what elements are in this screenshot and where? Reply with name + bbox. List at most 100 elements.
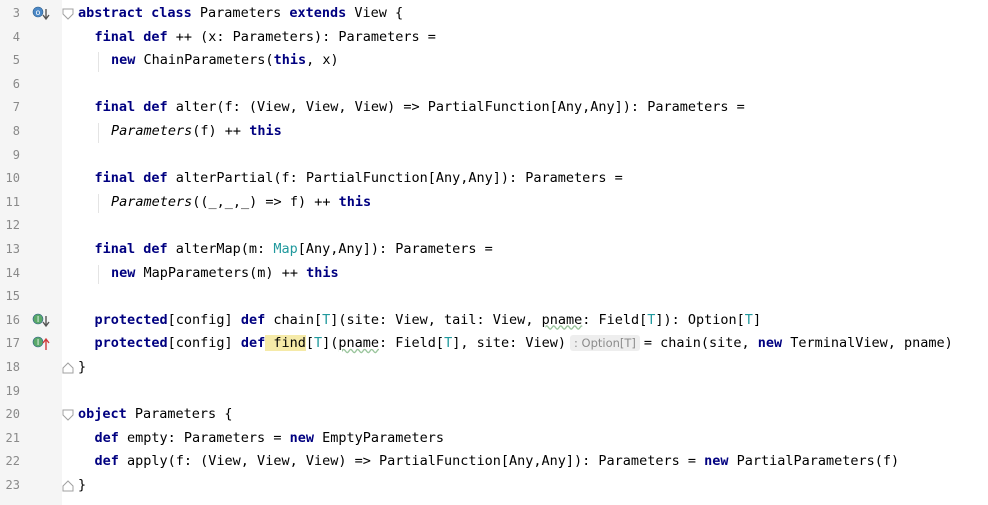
code-token: abstract class [78,5,192,21]
line-number: 16 [5,312,20,327]
line-number: 23 [5,478,20,492]
code-token: T [313,335,323,352]
code-text[interactable]: protected[config] def chain[T](site: Vie… [95,309,762,333]
fold-marker-icon[interactable] [62,480,74,492]
code-token: (f) ++ [192,123,250,139]
code-text[interactable]: final def ++ (x: Parameters): Parameters… [95,26,436,50]
code-line[interactable]: 18} [0,356,988,380]
line-number: 17 [5,336,20,351]
code-token: empty: Parameters = [118,429,290,446]
line-number: 8 [12,124,20,138]
code-text[interactable]: object Parameters { [78,403,232,427]
code-token: Parameters [111,123,193,139]
code-token: new [111,264,136,281]
code-line[interactable]: 23} [0,474,988,498]
implemented-indicator-icon[interactable]: I [32,313,50,329]
code-text[interactable]: abstract class Parameters extends View { [78,2,403,26]
code-token: def [94,453,119,470]
line-number: 7 [12,100,20,115]
code-line[interactable]: 7 final def alter(f: (View, View, View) =… [0,96,988,120]
line-number: 15 [5,289,20,304]
code-line[interactable]: 15 [0,285,988,309]
code-token: protected [94,311,168,328]
code-token: } [78,359,87,375]
line-number: 19 [5,383,20,398]
code-token: [ [305,335,314,352]
code-line[interactable]: 12 [0,214,988,238]
code-text[interactable]: new MapParameters(m) ++ this [111,262,339,286]
code-text[interactable]: Parameters((_,_,_) => f) ++ this [111,191,371,215]
code-token: TerminalView, pname) [782,335,953,352]
code-text[interactable]: } [78,474,86,498]
code-token: EmptyParameters [313,429,445,446]
code-line[interactable]: 20 object Parameters { [0,403,988,427]
line-number: 20 [5,407,20,422]
code-line[interactable]: 8 Parameters(f) ++ this [0,120,988,144]
code-token: this [306,264,339,281]
code-token: alter(f: (View, View, View) => PartialFu… [167,99,745,116]
code-token: this [273,52,307,69]
indent-guide [98,123,99,143]
line-number: 21 [5,430,20,445]
code-token: new [704,453,729,470]
code-token: final def [94,28,168,45]
code-text[interactable]: final def alterMap(m: Map[Any,Any]): Par… [95,238,493,262]
code-token: Parameters { [126,406,233,423]
line-number: 4 [12,29,20,44]
implementing-indicator-icon[interactable]: I [32,336,50,352]
code-text[interactable]: def empty: Parameters = new EmptyParamet… [95,427,445,451]
code-text[interactable]: protected[config] def find[T](pname: Fie… [95,332,953,356]
code-token: T [744,311,753,328]
code-token: [config] [167,311,241,328]
code-line[interactable]: 9 [0,144,988,168]
code-token: new [111,52,136,69]
code-line[interactable]: 16 protected[config] def chain[T](site: V… [0,309,988,333]
indent-guide [98,52,99,72]
fold-marker-icon[interactable] [62,362,74,374]
code-line[interactable]: 13 final def alterMap(m: Map[Any,Any]): P… [0,238,988,262]
line-number: 6 [12,76,20,91]
code-token: ]): Option[ [655,311,745,328]
code-token: View { [346,5,404,21]
code-token: this [338,193,372,210]
code-token: protected [94,335,168,352]
code-text[interactable]: final def alterPartial(f: PartialFunctio… [95,167,623,191]
code-text[interactable]: Parameters(f) ++ this [111,120,282,144]
override-indicator-icon[interactable]: o [32,6,50,22]
code-token: : Field[ [379,335,445,352]
code-token: def [240,335,266,352]
code-line[interactable]: 4 final def ++ (x: Parameters): Parameter… [0,26,988,50]
code-token: , x) [306,52,339,69]
code-token: final def [94,170,168,187]
code-text[interactable]: new ChainParameters(this, x) [111,49,339,73]
code-token: alterPartial(f: PartialFunction[Any,Any]… [167,170,623,187]
code-token: apply(f: (View, View, View) => PartialFu… [118,453,705,470]
code-line[interactable]: 19 [0,380,988,404]
code-token: Parameters [111,193,193,210]
code-line[interactable]: 21 def empty: Parameters = new EmptyParam… [0,427,988,451]
fold-marker-icon[interactable] [62,409,74,421]
line-number-gutter[interactable] [0,0,62,505]
code-token: def [94,429,119,446]
code-token: ((_,_,_) => f) ++ [192,193,339,210]
code-text[interactable]: } [78,356,86,380]
code-text[interactable]: final def alter(f: (View, View, View) =>… [95,96,745,120]
fold-marker-icon[interactable] [62,8,74,20]
code-line[interactable]: 6 [0,73,988,97]
code-token: PartialParameters(f) [728,453,900,470]
code-text[interactable]: def apply(f: (View, View, View) => Parti… [95,450,900,474]
line-number: 13 [5,242,20,256]
code-line[interactable]: 10 final def alterPartial(f: PartialFunct… [0,167,988,191]
code-token: Map [273,241,298,257]
line-number: 10 [5,171,20,186]
line-number: 18 [5,360,20,374]
code-token: def [240,311,266,328]
code-token: ChainParameters( [135,52,274,69]
